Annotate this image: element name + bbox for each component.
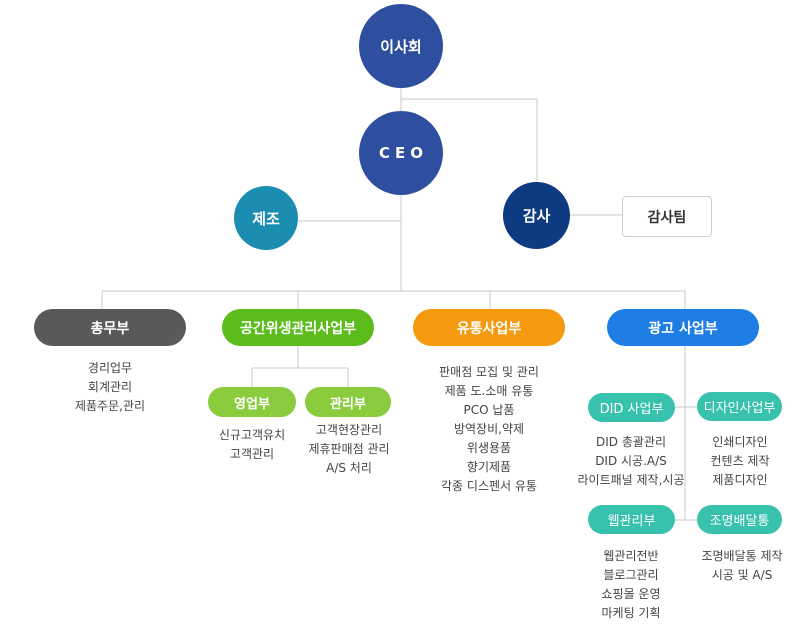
management-dept-duties: 고객현장관리 제휴판매점 관리 A/S 처리 [294,421,404,478]
management-dept-label: 관리부 [330,396,366,412]
board-node: 이사회 [359,4,443,88]
lighting-dept-label: 조명배달통 [709,514,770,529]
duty-item: DID 시공.A/S [595,454,667,468]
duty-item: 제품 도.소매 유통 [444,384,534,398]
duty-item: 각종 디스펜서 유통 [441,479,537,493]
duty-item: 웹관리전반 [603,549,659,563]
audit-node: 감사 [503,182,570,249]
duty-item: 향기제품 [466,460,512,474]
duty-item: 시공 및 A/S [711,568,773,582]
duty-item: 경리업무 [87,361,133,375]
web-dept-duties: 웹관리전반 블로그관리 쇼핑몰 운영 마케팅 기획 [578,547,684,623]
ceo-label: CEO [378,144,428,162]
audit-team-label: 감사팀 [647,209,687,226]
did-dept-node: DID 사업부 [588,393,675,422]
duty-item: 제휴판매점 관리 [308,442,390,456]
general-affairs-node: 총무부 [34,309,186,346]
duty-item: 블로그관리 [603,568,659,582]
sales-dept-duties: 신규고객유치 고객관리 [198,426,306,464]
audit-label: 감사 [522,207,551,225]
audit-team-node: 감사팀 [622,196,712,237]
duty-item: 컨텐츠 제작 [710,454,770,468]
duty-item: PCO 납품 [463,403,515,417]
duty-item: 신규고객유치 [218,428,286,442]
design-dept-node: 디자인사업부 [697,392,782,421]
web-dept-node: 웹관리부 [588,505,675,534]
duty-item: 방역장비,약제 [453,422,525,436]
sales-dept-label: 영업부 [234,396,270,412]
advertising-division-label: 광고 사업부 [648,320,718,337]
duty-item: 회계관리 [87,380,133,394]
duty-item: 고객관리 [229,447,275,461]
advertising-division-node: 광고 사업부 [607,309,759,346]
duty-item: 쇼핑몰 운영 [601,587,661,601]
duty-item: 조명배달통 제작 [701,549,783,563]
general-affairs-duties: 경리업무 회계관리 제품주문,관리 [44,359,176,416]
duty-item: 고객현장관리 [315,423,383,437]
distribution-duties: 판매점 모집 및 관리 제품 도.소매 유통 PCO 납품 방역장비,약제 위생… [409,363,569,496]
duty-item: 제품디자인 [712,473,768,487]
distribution-division-node: 유통사업부 [413,309,565,346]
distribution-division-label: 유통사업부 [456,320,522,337]
design-dept-label: 디자인사업부 [703,401,776,416]
duty-item: 판매점 모집 및 관리 [439,365,539,379]
did-dept-duties: DID 총괄관리 DID 시공.A/S 라이트패널 제작,시공 [571,433,691,490]
duty-item: 제품주문,관리 [74,399,146,413]
duty-item: DID 총괄관리 [596,435,666,449]
management-dept-node: 관리부 [305,387,391,417]
did-dept-label: DID 사업부 [599,402,664,417]
web-dept-label: 웹관리부 [607,514,656,529]
lighting-dept-node: 조명배달통 [697,505,782,534]
duty-item: 인쇄디자인 [712,435,768,449]
hygiene-division-node: 공간위생관리사업부 [222,309,374,346]
lighting-dept-duties: 조명배달통 제작 시공 및 A/S [690,547,794,585]
board-label: 이사회 [380,37,422,56]
hygiene-division-label: 공간위생관리사업부 [240,320,356,337]
duty-item: 마케팅 기획 [601,606,661,620]
sales-dept-node: 영업부 [208,387,296,417]
manufacturing-node: 제조 [234,186,298,250]
duty-item: 라이트패널 제작,시공 [577,473,685,487]
ceo-node: CEO [359,111,443,195]
general-affairs-label: 총무부 [90,320,130,337]
duty-item: A/S 처리 [326,461,372,475]
manufacturing-label: 제조 [252,209,280,228]
duty-item: 위생용품 [466,441,512,455]
design-dept-duties: 인쇄디자인 컨텐츠 제작 제품디자인 [690,433,790,490]
